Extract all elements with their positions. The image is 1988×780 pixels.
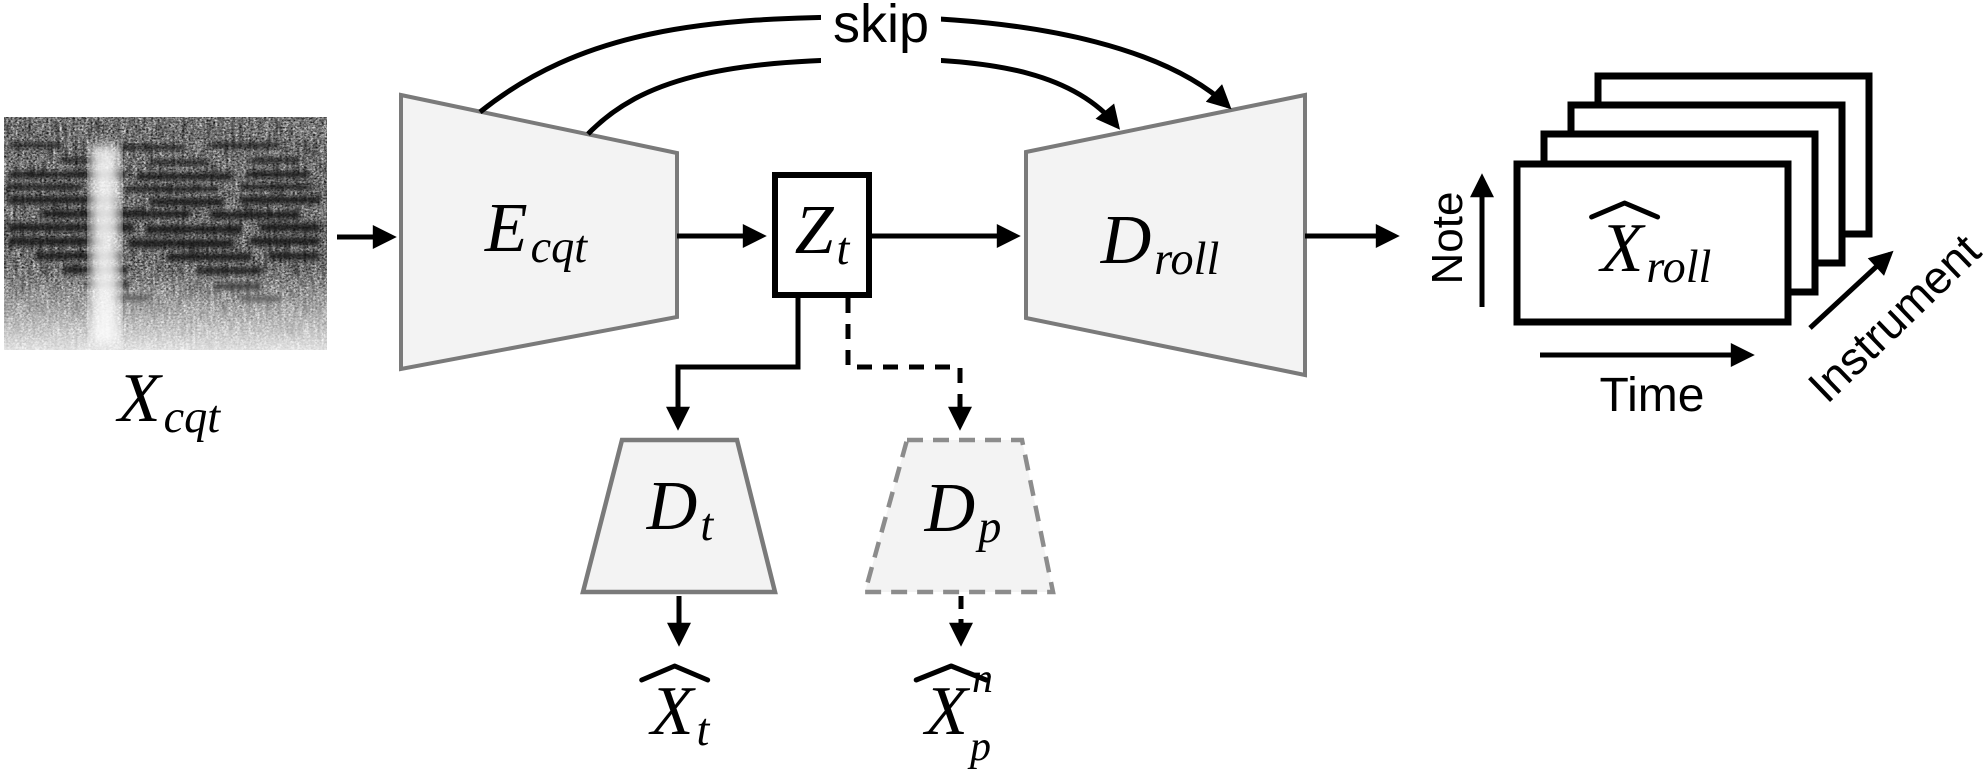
input-label-base: X	[117, 360, 161, 437]
decoder-p-block	[862, 437, 1056, 595]
skip-connection-inner	[586, 56, 1121, 136]
encoder-label-sub: cqt	[530, 221, 588, 273]
output-roll-label-base: X	[1600, 210, 1644, 287]
decoder-t-block	[580, 437, 778, 595]
connector-latent-to-decoder-p	[845, 298, 973, 431]
latent-label-sub: t	[836, 223, 850, 275]
spectrogram-fade	[4, 268, 327, 350]
connector-latent-to-decoder-t	[665, 298, 801, 431]
output-card-1	[1513, 160, 1792, 326]
output-p-label-sub: p	[969, 723, 991, 770]
decoder-roll-label-base: D	[1100, 202, 1152, 279]
time-axis-label: Time	[1599, 369, 1705, 422]
output-t-label-base: X	[650, 673, 694, 750]
decoder-roll-block	[1024, 92, 1307, 378]
output-roll-stack	[1513, 72, 1873, 326]
latent-box	[772, 172, 872, 298]
decoder-t-label-base: D	[646, 468, 698, 545]
output-p-label-sup: n	[971, 655, 993, 702]
encoder-block	[399, 92, 679, 372]
spectrogram-bands	[8, 143, 320, 302]
note-axis-label: Note	[1423, 191, 1472, 285]
output-p-label-base: X	[925, 673, 968, 750]
instrument-axis-arrow	[1808, 250, 1894, 330]
output-t-label-sub: t	[696, 704, 710, 756]
decoder-roll-label-sub: roll	[1154, 233, 1220, 285]
hat-accent-icon	[913, 663, 989, 683]
decoder-t-label-sub: t	[700, 499, 714, 551]
skip-label: skip	[820, 0, 942, 63]
output-roll-label-sub: roll	[1646, 241, 1712, 293]
hat-accent-icon	[639, 663, 711, 683]
hat-accent-icon	[1589, 200, 1661, 220]
decoder-p-label-base: D	[924, 470, 976, 547]
latent-label-base: Z	[794, 192, 834, 269]
encoder-label-base: E	[484, 190, 528, 267]
decoder-p-label-sub: p	[978, 501, 1002, 553]
input-label-sub: cqt	[163, 391, 221, 443]
spectrogram-input-image	[4, 117, 327, 350]
